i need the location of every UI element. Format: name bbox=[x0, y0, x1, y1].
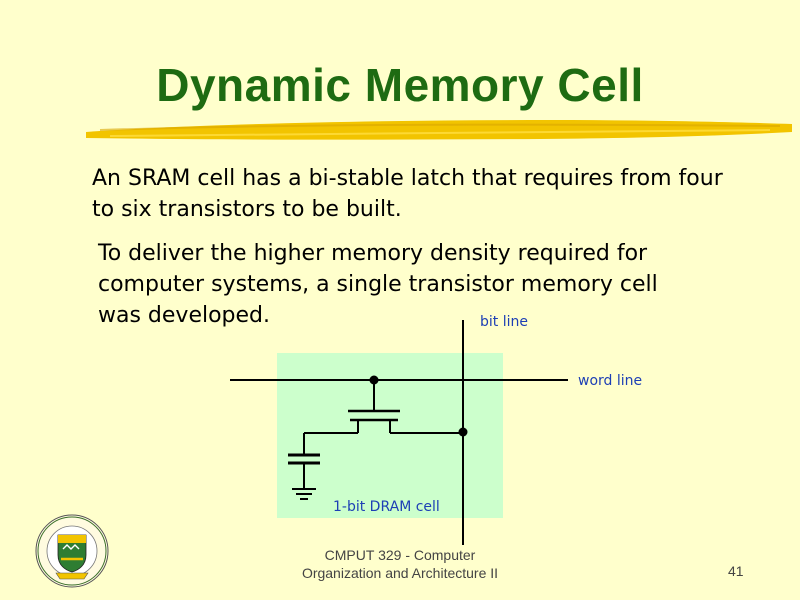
word-line-label: word line bbox=[578, 373, 642, 389]
bit-line-junction bbox=[458, 427, 468, 437]
university-crest-logo bbox=[35, 514, 109, 588]
slide-title: Dynamic Memory Cell bbox=[156, 59, 644, 111]
title-brush-underline bbox=[86, 120, 792, 140]
cell-label: 1-bit DRAM cell bbox=[333, 499, 440, 515]
footer-course: CMPUT 329 - Computer Organization and Ar… bbox=[250, 546, 550, 582]
page-number: 41 bbox=[728, 563, 744, 579]
paragraph-dram: To deliver the higher memory density req… bbox=[98, 241, 658, 328]
bit-line-label: bit line bbox=[480, 314, 528, 330]
footer-line-1: CMPUT 329 - Computer bbox=[324, 547, 476, 563]
paragraph-sram: An SRAM cell has a bi-stable latch that … bbox=[92, 166, 723, 222]
footer-line-2: Organization and Architecture II bbox=[301, 565, 499, 581]
